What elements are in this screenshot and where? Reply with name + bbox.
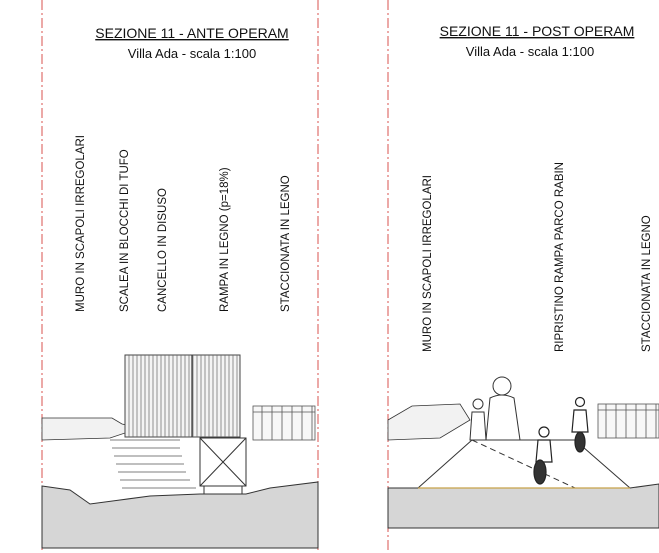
panel1-steps <box>110 439 196 489</box>
panel1-label-muro: MURO IN SCAPOLI IRREGOLARI <box>75 135 87 312</box>
panel2-wall <box>387 403 471 441</box>
panel2-label-staccionata: STACCIONATA IN LEGNO <box>641 215 653 352</box>
cyclist-figures <box>533 396 589 485</box>
panel1-ground <box>41 481 319 549</box>
panel1-gate <box>124 354 241 438</box>
panel1-fence <box>252 405 316 441</box>
panel1-subtitle: Villa Ada - scala 1:100 <box>128 46 256 61</box>
panel1-title: SEZIONE 11 - ANTE OPERAM <box>95 25 288 41</box>
panel1-label-staccionata: STACCIONATA IN LEGNO <box>280 175 292 312</box>
panel1-label-cancello: CANCELLO IN DISUSO <box>157 188 169 312</box>
panel2-subtitle: Villa Ada - scala 1:100 <box>466 44 594 59</box>
panel2-title: SEZIONE 11 - POST OPERAM <box>440 23 635 39</box>
panel2-ramp <box>417 439 631 489</box>
panel2-fence <box>597 403 659 439</box>
people-silhouettes <box>469 376 521 441</box>
panel1-label-rampa: RAMPA IN LEGNO (p=18%) <box>219 167 231 312</box>
panel2-label-muro: MURO IN SCAPOLI IRREGOLARI <box>422 175 434 352</box>
panel1-label-scalea: SCALEA IN BLOCCHI DI TUFO <box>119 149 131 312</box>
panel2-label-ripristino: RIPRISTINO RAMPA PARCO RABIN <box>554 162 566 352</box>
panel2-ground <box>387 483 659 529</box>
panel1-ramp <box>199 437 247 495</box>
